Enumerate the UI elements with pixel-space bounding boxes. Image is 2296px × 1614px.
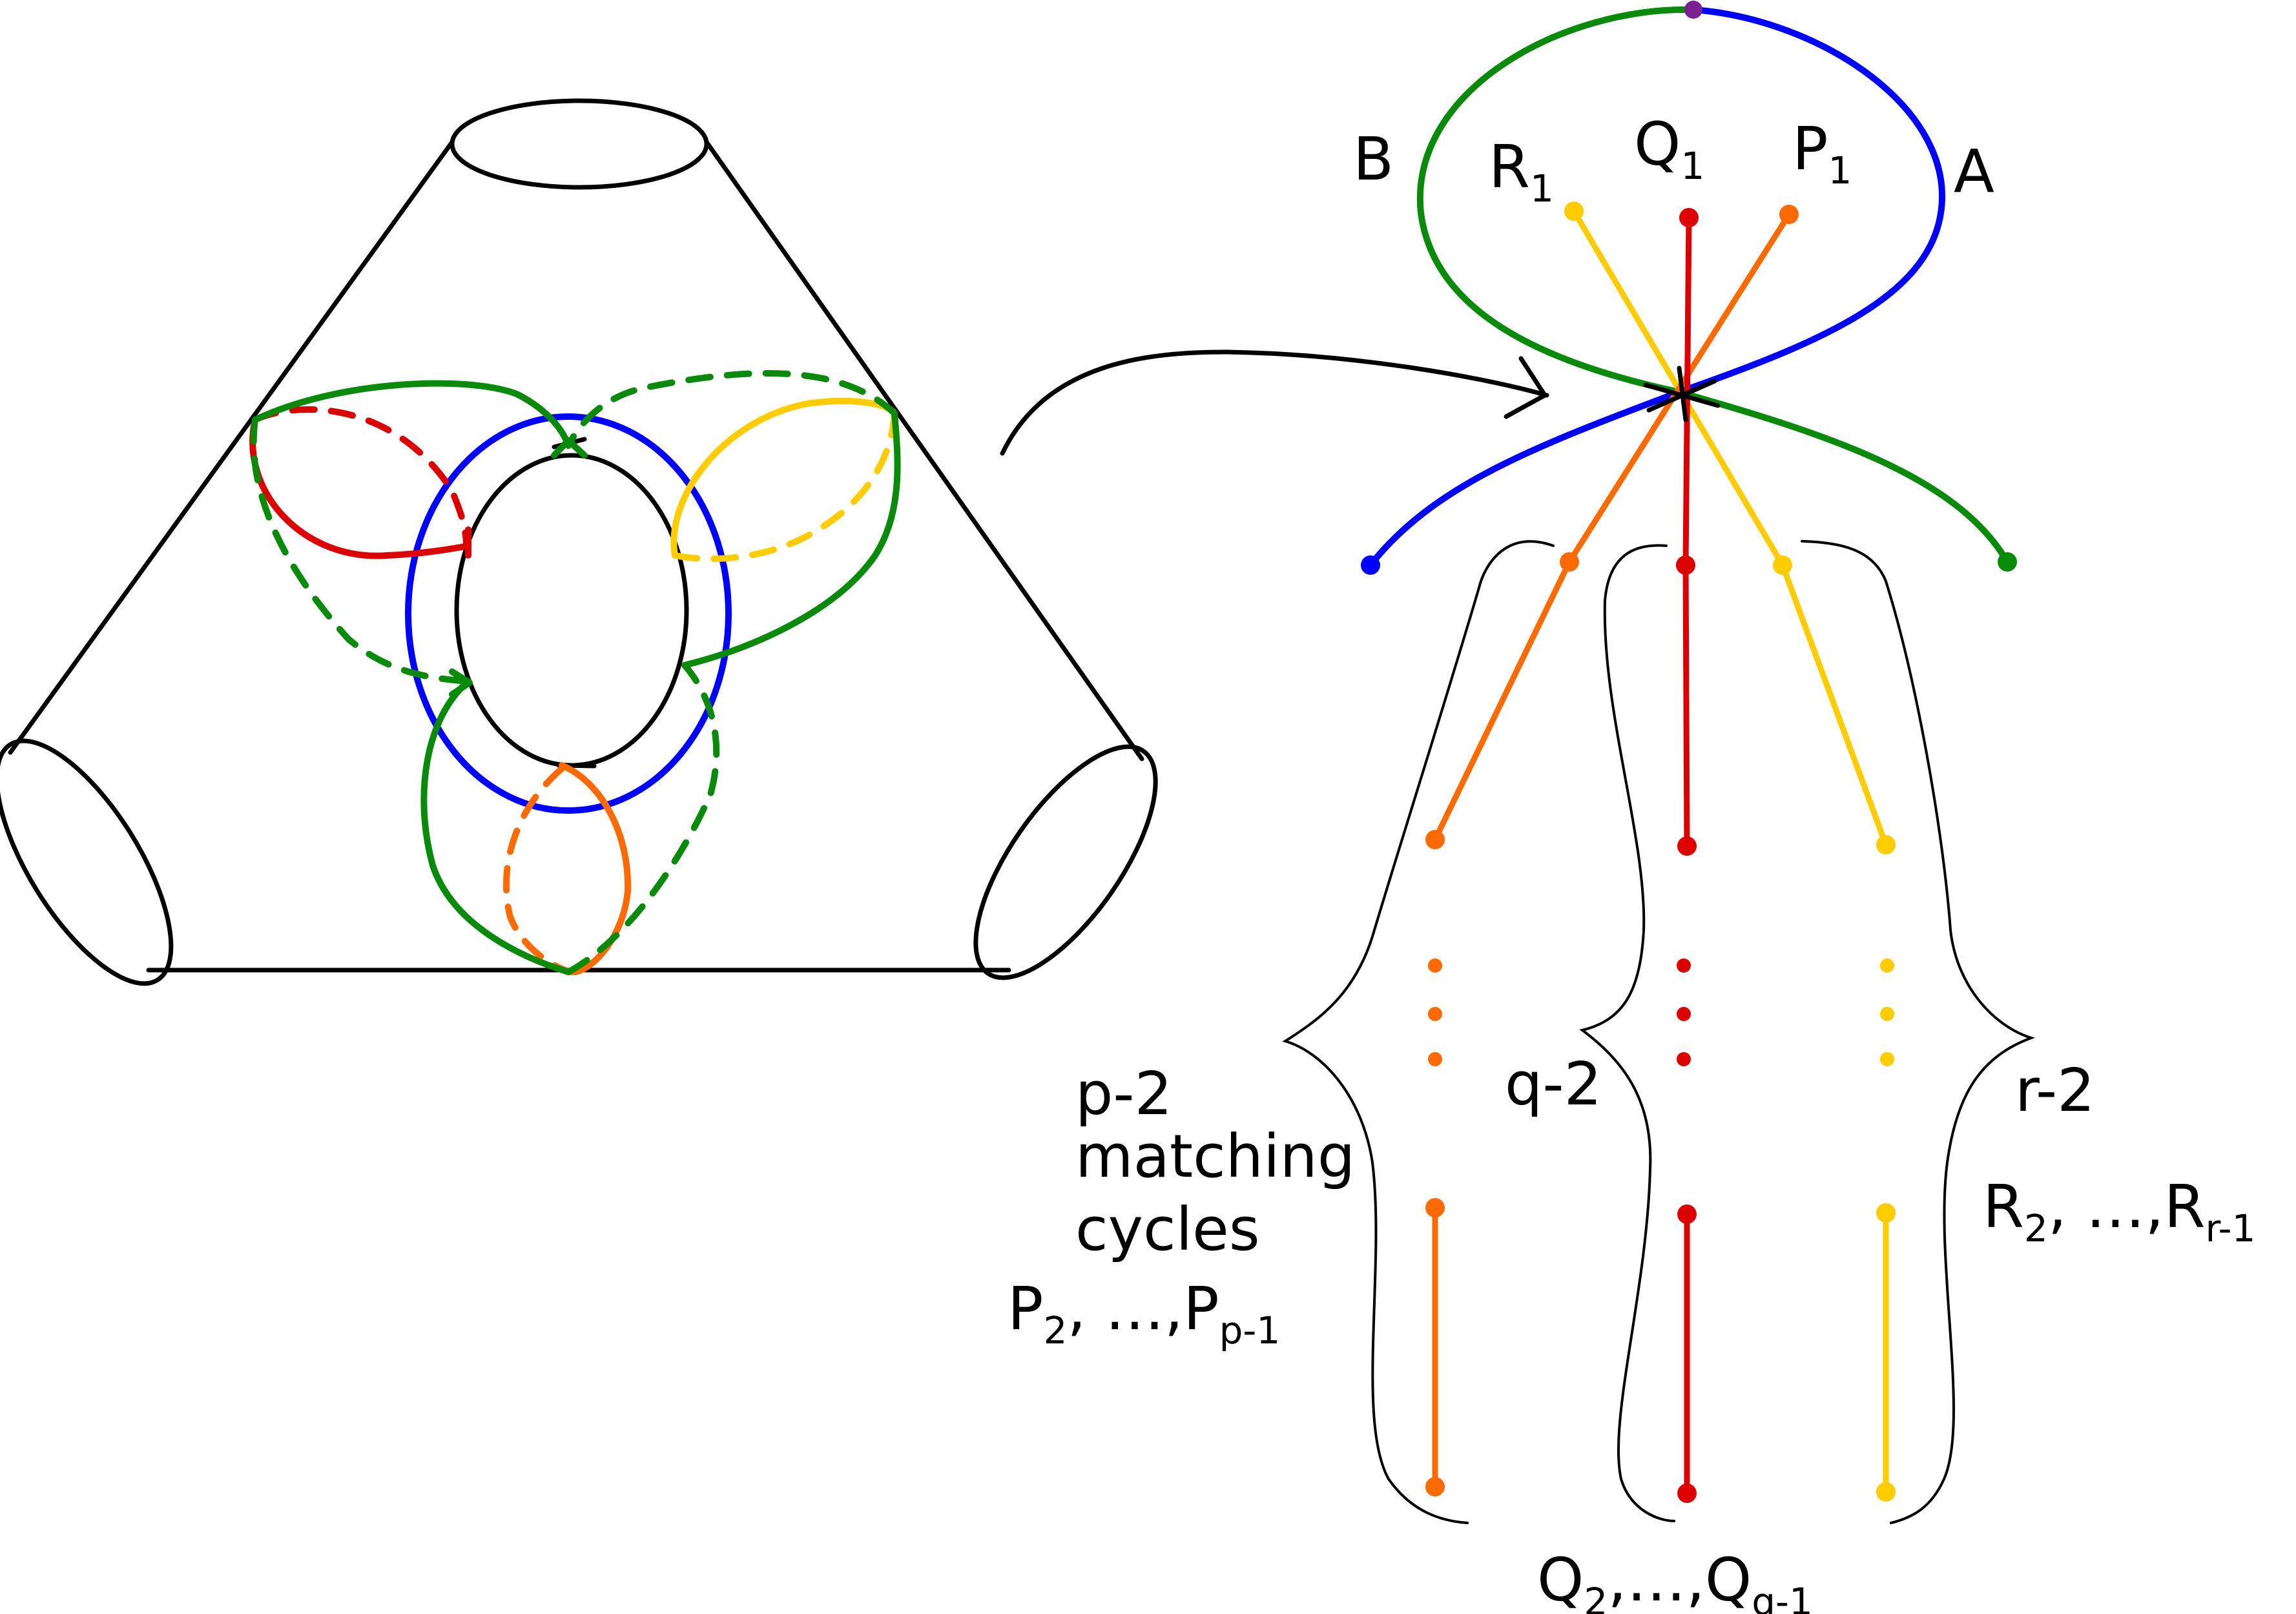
left-side [8, 140, 455, 755]
green-loop [250, 369, 901, 975]
A-curve [1676, 6, 1945, 395]
B-curve [1416, 6, 1697, 395]
A-tail [1367, 389, 1682, 568]
label-p-cycles: cycles [1075, 1195, 1260, 1264]
red-loop [249, 406, 471, 559]
orange-loop [503, 762, 632, 975]
A-B-loops [1361, 1, 2017, 575]
top-vertex [1684, 1, 1702, 19]
label-q-range: Q2,…,Qq-1 [1537, 1546, 1813, 1614]
yellow-loop [670, 398, 898, 563]
blue-loop [405, 413, 732, 814]
label-p-count: p-2 [1075, 1059, 1172, 1128]
label-B: B [1353, 125, 1394, 194]
top-boundary-circle [450, 98, 709, 190]
label-r-range: R2, …,Rr-1 [1983, 1172, 2255, 1250]
pants-surface [0, 98, 1158, 986]
label-Q1: Q1 [1634, 110, 1704, 188]
label-p-matching: matching [1075, 1122, 1355, 1191]
A-end-vertex [1361, 555, 1380, 575]
R-chain [1773, 555, 1896, 1502]
right-side [704, 140, 1144, 761]
label-p-range: P2, …,Pp-1 [1008, 1274, 1280, 1352]
braces [1282, 540, 2036, 1524]
left-boundary-circle [0, 738, 174, 986]
B-tail [1676, 389, 2011, 565]
Q-brace [1579, 544, 1675, 1522]
P-brace [1282, 540, 1555, 1524]
P-chain [1425, 552, 1579, 1496]
Q1-vertex [1679, 208, 1699, 227]
R-brace [1801, 540, 2036, 1524]
label-r-count: r-2 [2015, 1056, 2095, 1125]
P1-edge [1566, 211, 1792, 565]
right-boundary-circle [973, 744, 1158, 980]
label-A: A [1954, 137, 1994, 206]
map-arrow [1000, 349, 1549, 456]
label-P1: P1 [1792, 114, 1852, 192]
label-R1: R1 [1489, 132, 1554, 211]
B-end-vertex [1998, 552, 2017, 572]
P1-vertex [1779, 205, 1799, 224]
inner-black-loop [454, 453, 689, 768]
R1-vertex [1564, 202, 1584, 221]
Q-chain [1676, 555, 1697, 1503]
basepoint-star [1643, 366, 1721, 422]
label-q-count: q-2 [1505, 1050, 1602, 1119]
